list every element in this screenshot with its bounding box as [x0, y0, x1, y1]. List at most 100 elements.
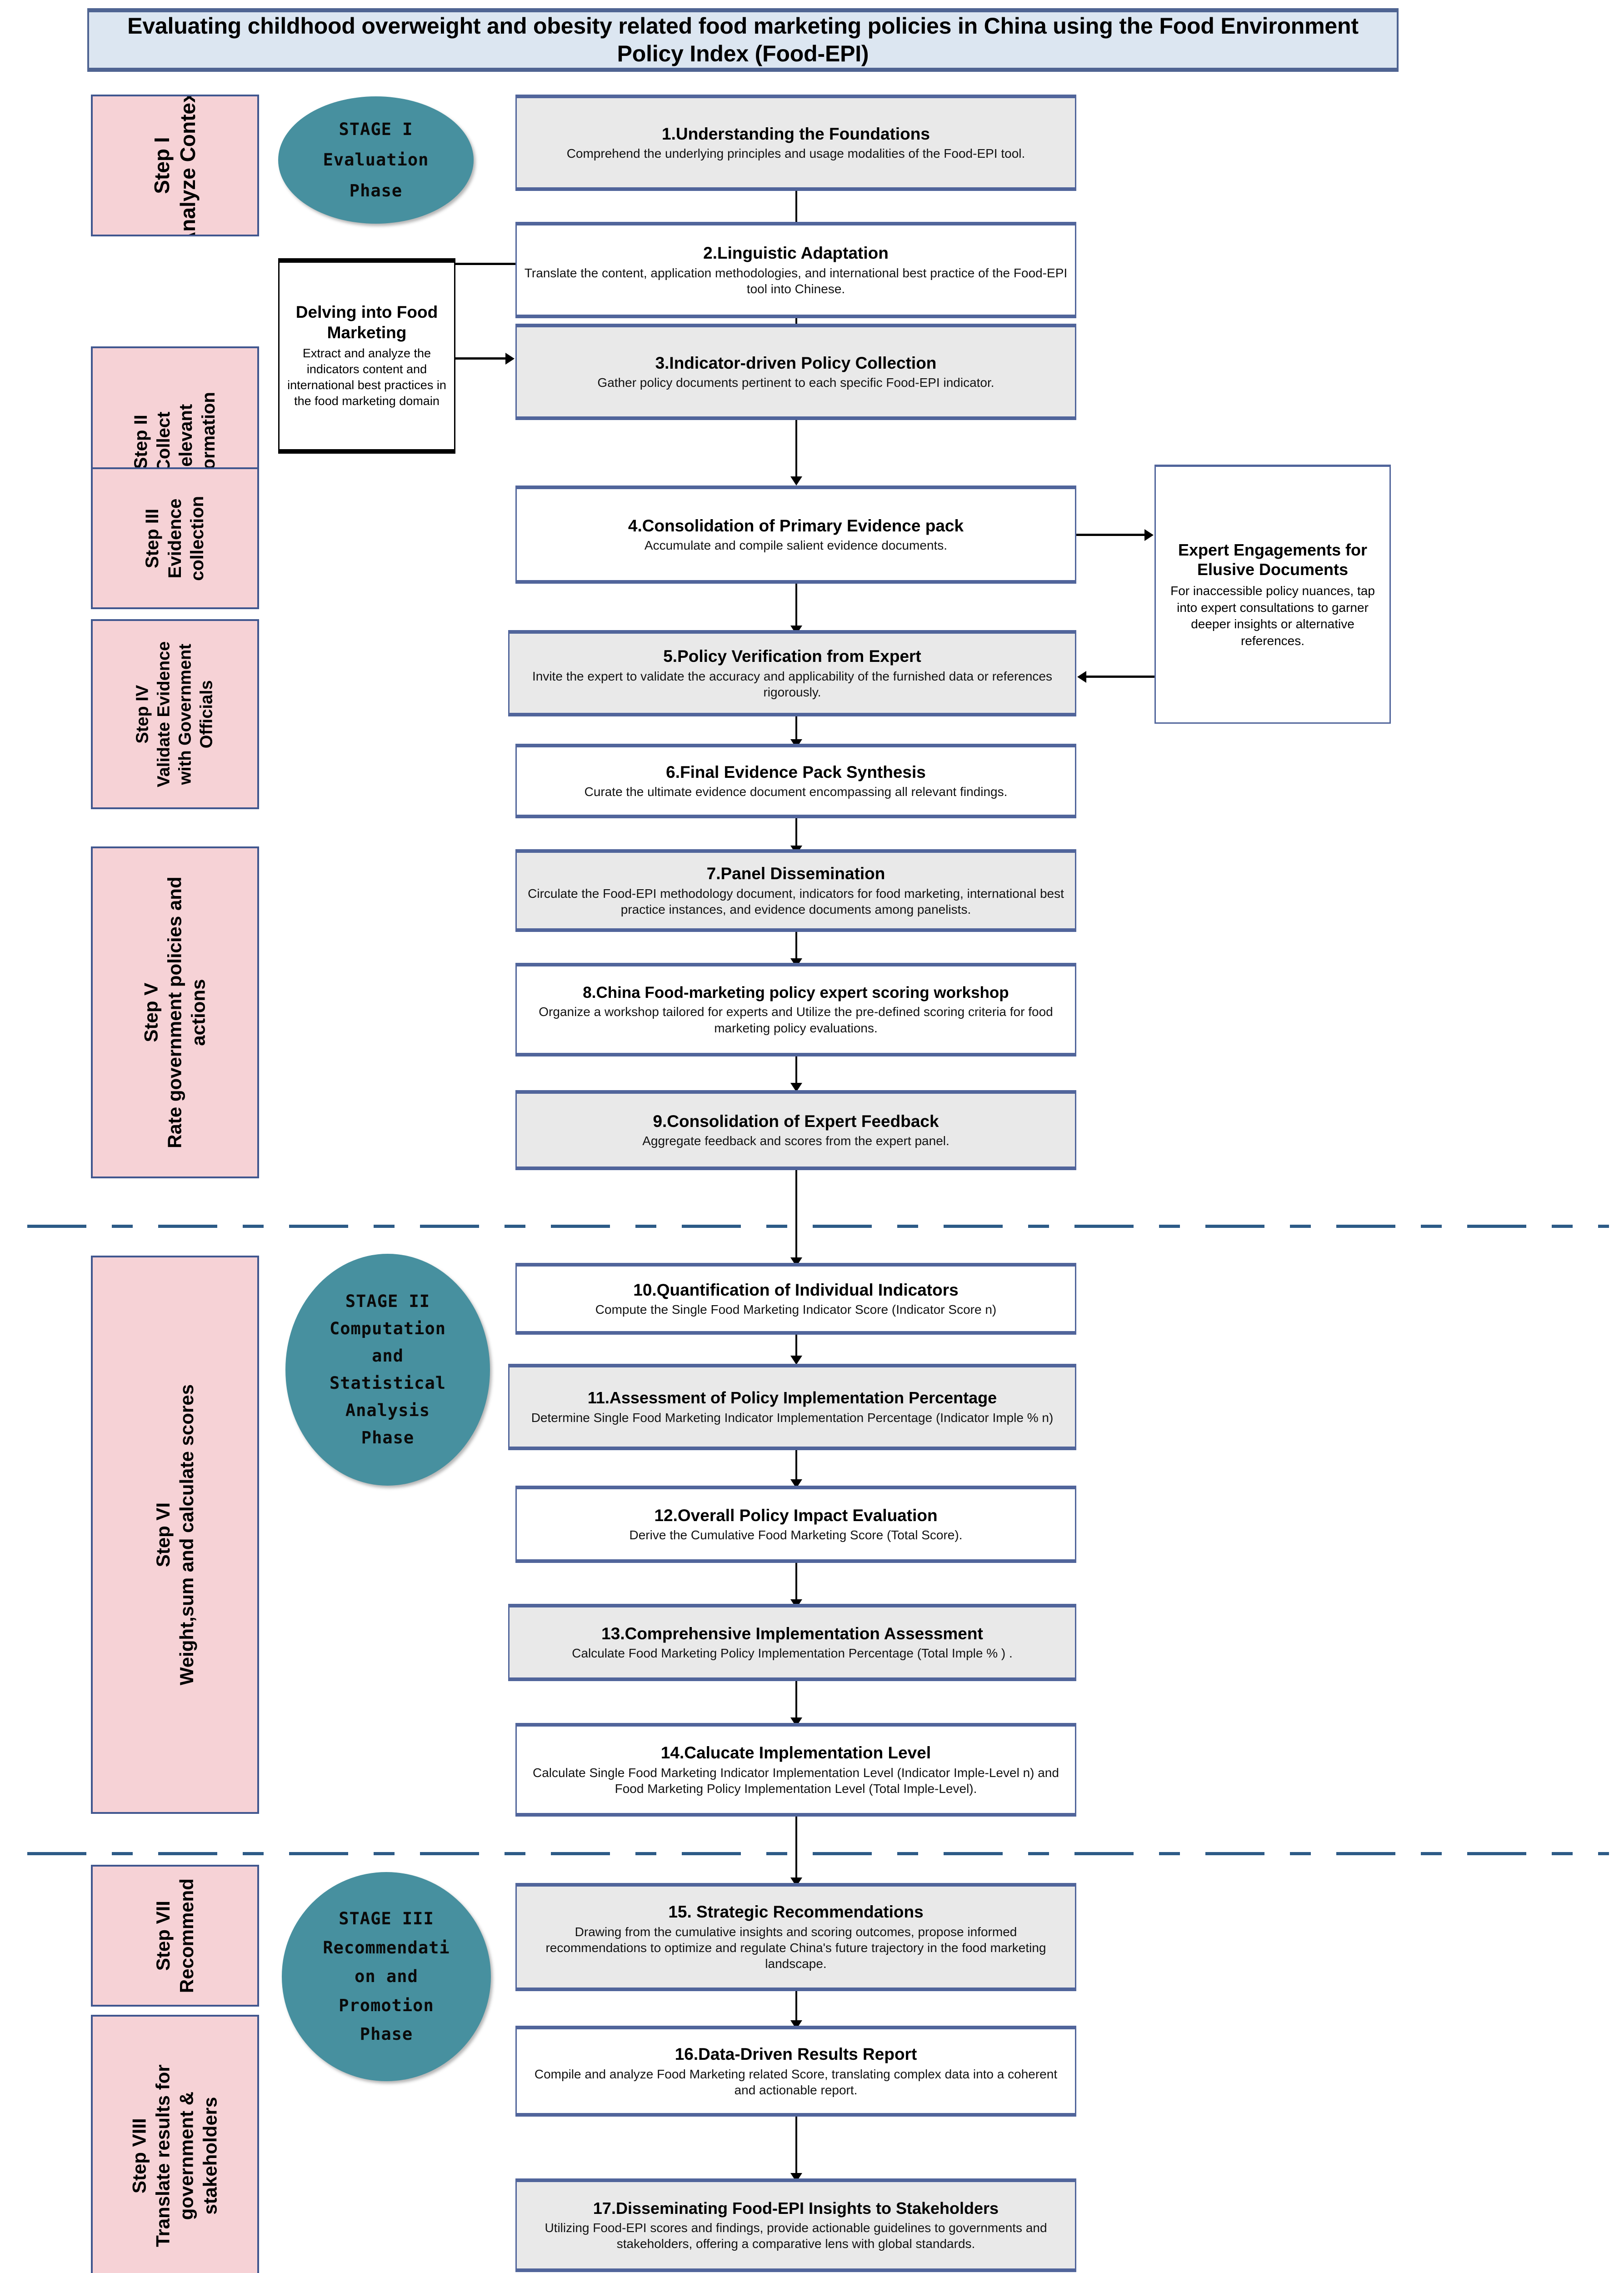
process-box-13-desc: Calculate Food Marketing Policy Implemen… [572, 1646, 1013, 1661]
expert-box-desc: For inaccessible policy nuances, tap int… [1170, 584, 1375, 648]
process-box-4-desc: Accumulate and compile salient evidence … [644, 538, 948, 553]
connector-12-13 [795, 1561, 797, 1607]
process-box-8: 8.China Food-marketing policy expert sco… [515, 963, 1076, 1056]
process-box-13-heading: 13.Comprehensive Implementation Assessme… [601, 1624, 983, 1643]
delving-into-food-marketing-box: Delving into Food Marketing Extract and … [278, 258, 455, 454]
process-box-10: 10.Quantification of Individual Indicato… [515, 1263, 1076, 1335]
process-box-7: 7.Panel Dissemination Circulate the Food… [515, 849, 1076, 932]
process-box-5-desc: Invite the expert to validate the accura… [532, 669, 1052, 699]
stage-divider-1 [27, 1225, 1609, 1228]
process-box-8-desc: Organize a workshop tailored for experts… [539, 1005, 1053, 1035]
arrow-8-9 [790, 1083, 802, 1092]
stage-ellipse-2: STAGE II Computation and Statistical Ana… [285, 1254, 490, 1486]
process-box-5: 5.Policy Verification from Expert Invite… [508, 630, 1076, 716]
process-box-16-heading: 16.Data-Driven Results Report [675, 2044, 917, 2063]
process-box-10-heading: 10.Quantification of Individual Indicato… [633, 1280, 959, 1299]
arrow-4-expert [1144, 529, 1154, 541]
process-box-9-desc: Aggregate feedback and scores from the e… [642, 1134, 949, 1148]
process-box-3-heading: 3.Indicator-driven Policy Collection [655, 353, 937, 372]
process-box-11-heading: 11.Assessment of Policy Implementation P… [587, 1388, 997, 1407]
process-box-16-desc: Compile and analyze Food Marketing relat… [534, 2067, 1058, 2097]
delving-box-heading: Delving into Food Marketing [295, 303, 438, 342]
connector-15-16 [795, 1988, 797, 2028]
process-box-11-desc: Determine Single Food Marketing Indicato… [531, 1410, 1054, 1425]
connector-13-14 [795, 1679, 797, 1726]
process-box-1: 1.Understanding the Foundations Comprehe… [515, 95, 1076, 191]
connector-8-9 [795, 1055, 797, 1089]
arrow-delving-3 [505, 353, 515, 365]
process-box-4: 4.Consolidation of Primary Evidence pack… [515, 486, 1076, 584]
arrow-expert-5 [1077, 671, 1086, 683]
process-box-5-heading: 5.Policy Verification from Expert [663, 646, 921, 666]
process-box-9: 9.Consolidation of Expert Feedback Aggre… [515, 1090, 1076, 1170]
process-box-14: 14.Calucate Implementation Level Calcula… [515, 1723, 1076, 1817]
connector-7-8 [795, 930, 797, 965]
process-box-6-heading: 6.Final Evidence Pack Synthesis [666, 762, 926, 781]
connector-5-6 [795, 716, 797, 746]
stage-ellipse-1-label: STAGE I Evaluation Phase [323, 120, 429, 200]
process-box-16: 16.Data-Driven Results Report Compile an… [515, 2026, 1076, 2117]
process-box-2-desc: Translate the content, application metho… [524, 265, 1068, 296]
process-box-9-heading: 9.Consolidation of Expert Feedback [653, 1111, 939, 1131]
process-box-15-heading: 15. Strategic Recommendations [668, 1903, 924, 1922]
page-title: Evaluating childhood overweight and obes… [87, 8, 1399, 72]
stage-ellipse-3-label: STAGE III Recommendati on and Promotion … [323, 1908, 450, 2044]
process-box-14-heading: 14.Calucate Implementation Level [660, 1743, 931, 1762]
process-box-2-heading: 2.Linguistic Adaptation [703, 243, 889, 262]
process-box-6: 6.Final Evidence Pack Synthesis Curate t… [515, 744, 1076, 818]
process-box-12: 12.Overall Policy Impact Evaluation Deri… [515, 1486, 1076, 1563]
expert-engagements-box: Expert Engagements for Elusive Documents… [1154, 465, 1391, 724]
connector-1-2 [795, 190, 797, 231]
process-box-11: 11.Assessment of Policy Implementation P… [508, 1364, 1076, 1450]
process-box-14-desc: Calculate Single Food Marketing Indicato… [533, 1765, 1059, 1796]
process-box-7-desc: Circulate the Food-EPI methodology docum… [528, 886, 1064, 916]
stage-ellipse-1: STAGE I Evaluation Phase [278, 96, 474, 224]
connector-6-7 [795, 817, 797, 852]
process-box-3: 3.Indicator-driven Policy Collection Gat… [515, 324, 1076, 420]
process-box-13: 13.Comprehensive Implementation Assessme… [508, 1604, 1076, 1681]
expert-box-heading: Expert Engagements for Elusive Documents [1178, 541, 1368, 579]
process-box-15: 15. Strategic Recommendations Drawing fr… [515, 1883, 1076, 1991]
process-box-6-desc: Curate the ultimate evidence document en… [584, 785, 1008, 799]
arrow-10-11 [790, 1356, 802, 1365]
stage-ellipse-2-label: STAGE II Computation and Statistical Ana… [329, 1292, 446, 1447]
process-box-10-desc: Compute the Single Food Marketing Indica… [595, 1302, 997, 1317]
connector-expert-5 [1086, 676, 1154, 678]
connector-4-expert [1076, 534, 1144, 536]
process-box-12-desc: Derive the Cumulative Food Marketing Sco… [629, 1528, 963, 1542]
process-box-12-heading: 12.Overall Policy Impact Evaluation [654, 1506, 938, 1525]
stage-divider-2 [27, 1852, 1609, 1855]
connector-4-5 [795, 583, 797, 633]
connector-3-4 [795, 419, 797, 483]
connector-16-17 [795, 2114, 797, 2180]
connector-10-11 [795, 1332, 797, 1362]
delving-box-desc: Extract and analyze the indicators conte… [287, 346, 446, 408]
page-title-text: Evaluating childhood overweight and obes… [127, 13, 1359, 66]
process-box-1-heading: 1.Understanding the Foundations [662, 124, 930, 143]
connector-delving-3 [455, 357, 510, 360]
process-box-17-desc: Utilizing Food-EPI scores and findings, … [545, 2220, 1047, 2251]
process-box-4-heading: 4.Consolidation of Primary Evidence pack [628, 516, 964, 535]
process-box-2: 2.Linguistic Adaptation Translate the co… [515, 222, 1076, 318]
process-box-17-heading: 17.Disseminating Food-EPI Insights to St… [593, 2198, 999, 2218]
process-box-8-heading: 8.China Food-marketing policy expert sco… [583, 984, 1009, 1002]
process-box-17: 17.Disseminating Food-EPI Insights to St… [515, 2178, 1076, 2272]
stage-ellipse-3: STAGE III Recommendati on and Promotion … [282, 1872, 491, 2081]
process-box-3-desc: Gather policy documents pertinent to eac… [597, 375, 994, 390]
connector-14-15 [795, 1815, 797, 1884]
process-box-1-desc: Comprehend the underlying principles and… [566, 146, 1025, 161]
